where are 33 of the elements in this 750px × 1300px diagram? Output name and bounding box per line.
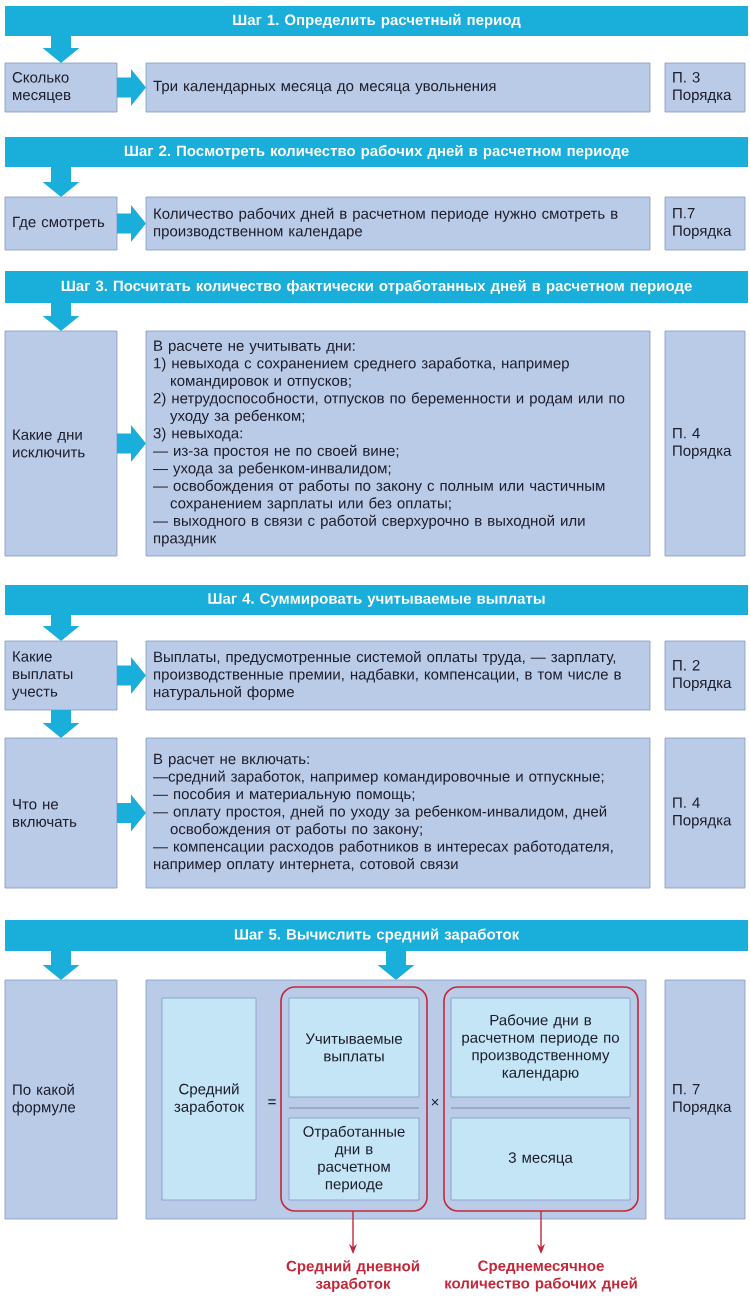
math-operator: ×	[431, 1098, 439, 1106]
formula-term-box: 3 месяца	[450, 1117, 631, 1201]
description-box: В расчет не включать: —средний заработок, например командировочные и отпускные; — пособия и материальную помощь; — оплату простоя, дней по уходу за ребенком-инвалидом, дней освобождения от работы по закону; — компенсации расходов работников в интересах работодателя, например оплату интернета, сотовой связи	[145, 737, 651, 889]
reference-box: П. 7 Порядка	[664, 979, 746, 1220]
grouping-outline	[443, 986, 639, 1212]
reference-box: П. 4 Порядка	[664, 330, 746, 557]
question-box: Какие дни исключить	[4, 330, 118, 557]
step-banner: Шаг 3. Посчитать количество фактически отработанных дней в расчетном периоде	[5, 271, 748, 303]
result-label: Средний дневной заработок	[286, 1260, 419, 1292]
question-box: Какие выплаты учесть	[4, 640, 118, 711]
formula-term-box: Средний заработок	[161, 997, 257, 1201]
math-operator: =	[268, 1099, 276, 1105]
formula-term-box: Отработанные дни в расчетном периоде	[288, 1117, 420, 1201]
step-banner: Шаг 1. Определить расчетный период	[5, 6, 748, 36]
question-box: Сколько месяцев	[4, 62, 118, 113]
description-box: Три календарных месяца до месяца увольнения	[145, 62, 651, 113]
formula-term-box: Рабочие дни в расчетном периоде по производственному календарю	[450, 997, 631, 1098]
result-label: Среднемесячное количество рабочих дней	[445, 1260, 637, 1292]
question-box: Что не включать	[4, 737, 118, 889]
formula-term-box: Учитываемые выплаты	[288, 997, 420, 1098]
reference-box: П. 4 Порядка	[664, 737, 746, 889]
description-box: В расчете не учитывать дни: 1) невыхода с сохранением среднего заработка, например командировок и отпусков; 2) нетрудоспособности, отпусков по беременности и родам или по уходу за ребенком; 3) невыхода: — из-за простоя не по своей вине; — ухода за ребенком-инвалидом; — освобождения от работы по закону с полным или частичным сохранением зарплаты или без оплаты; — выходного в связи с работой сверхурочно в выходной или праздник	[145, 330, 651, 557]
question-box: Где смотреть	[4, 196, 118, 251]
step-banner: Шаг 4. Суммировать учитываемые выплаты	[5, 585, 748, 615]
reference-box: П. 3 Порядка	[664, 62, 746, 113]
reference-box: П. 2 Порядка	[664, 640, 746, 711]
step-banner: Шаг 2. Посмотреть количество рабочих дней в расчетном периоде	[5, 137, 748, 167]
step-banner: Шаг 5. Вычислить средний заработок	[5, 920, 748, 951]
reference-box: П.7 Порядка	[664, 196, 746, 251]
description-box: Выплаты, предусмотренные системой оплаты труда, — зарплату, производственные премии, надбавки, компенсации, в том числе в натуральной форме	[145, 640, 651, 711]
description-box: Количество рабочих дней в расчетном периоде нужно смотреть в производственном календаре	[145, 196, 651, 251]
grouping-outline	[280, 986, 428, 1212]
question-box: По какой формуле	[4, 979, 118, 1220]
